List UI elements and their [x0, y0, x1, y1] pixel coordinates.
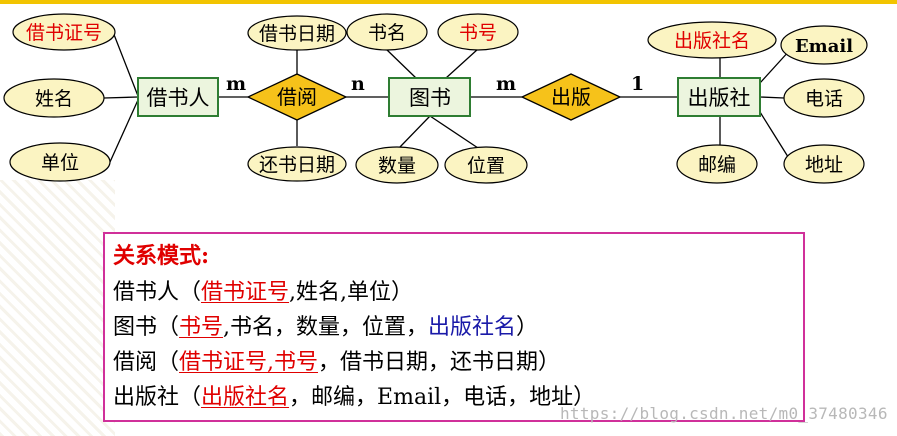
relationship-borrow: 借阅 — [246, 73, 348, 121]
svg-text:出版社: 出版社 — [688, 86, 751, 110]
attr-unit: 单位 — [9, 142, 111, 182]
attr-phone: 电话 — [783, 78, 865, 118]
schema-rest: ，借书日期，还书日期） — [318, 350, 561, 375]
svg-text:借阅: 借阅 — [277, 85, 317, 109]
schema-rest: ） — [516, 315, 539, 340]
attr-book-no: 书号 — [437, 13, 519, 51]
primary-key: 借书证号 — [201, 280, 290, 305]
attr-card-no: 借书证号 — [12, 13, 116, 51]
svg-text:出版: 出版 — [551, 85, 591, 109]
primary-key: 借书证号,书号 — [179, 350, 319, 375]
svg-text:还书日期: 还书日期 — [259, 154, 335, 176]
svg-text:书名: 书名 — [368, 22, 406, 44]
svg-text:邮编: 邮编 — [698, 154, 736, 176]
attr-publisher-name: 出版社名 — [647, 21, 777, 59]
svg-text:位置: 位置 — [467, 155, 505, 177]
svg-text:地址: 地址 — [805, 154, 843, 176]
schema-line-publisher: 出版社（出版社名，邮编，Email，电话，地址） — [113, 379, 595, 411]
svg-text:出版社名: 出版社名 — [674, 30, 750, 52]
schema-prefix: 借书人（ — [113, 280, 202, 305]
background-texture — [0, 180, 115, 436]
cardinality-borrower: m — [226, 73, 246, 95]
primary-key: 书号 — [179, 315, 224, 340]
top-accent-bar — [0, 0, 897, 4]
cardinality-book-publish: m — [496, 73, 516, 95]
relational-schema-box: 关系模式: 借书人（借书证号,姓名,单位） 图书（书号,书名，数量，位置，出版社… — [103, 232, 805, 422]
entity-book: 图书 — [388, 77, 471, 117]
er-diagram: 借书证号 姓名 单位 借书日期 还书日期 书名 书号 数量 位置 出版社名 Em… — [3, 13, 868, 184]
svg-text:Email: Email — [795, 36, 853, 57]
svg-text:单位: 单位 — [41, 152, 79, 174]
entity-borrower: 借书人 — [137, 77, 219, 117]
attr-borrow-date: 借书日期 — [247, 15, 347, 51]
schema-prefix: 图书（ — [113, 315, 180, 340]
svg-text:书号: 书号 — [459, 22, 497, 44]
schema-rest: ，邮编，Email，电话，地址） — [289, 385, 596, 410]
entity-publisher: 出版社 — [677, 77, 761, 117]
schema-prefix: 借阅（ — [113, 350, 180, 375]
schema-line-borrow: 借阅（借书证号,书号，借书日期，还书日期） — [113, 344, 560, 376]
attr-address: 地址 — [783, 144, 865, 184]
attr-return-date: 还书日期 — [247, 146, 347, 182]
cardinality-book-borrow: n — [351, 73, 365, 95]
primary-key: 出版社名 — [201, 385, 290, 410]
attr-quantity: 数量 — [355, 146, 439, 184]
svg-text:电话: 电话 — [805, 88, 843, 110]
attr-postcode: 邮编 — [676, 144, 758, 184]
watermark: https://blog.csdn.net/m0_37480346 — [560, 404, 888, 423]
schema-rest: ,姓名,单位） — [289, 280, 414, 305]
attr-name: 姓名 — [3, 78, 105, 118]
schema-prefix: 出版社（ — [113, 385, 202, 410]
relationship-publish: 出版 — [520, 73, 622, 121]
connector-lines — [103, 31, 791, 163]
cardinality-publisher: 1 — [631, 73, 644, 95]
attr-email: Email — [780, 25, 868, 65]
attr-location: 位置 — [444, 146, 528, 184]
svg-text:姓名: 姓名 — [35, 88, 73, 110]
schema-line-borrower: 借书人（借书证号,姓名,单位） — [113, 274, 413, 306]
svg-text:数量: 数量 — [378, 155, 416, 177]
svg-text:借书人: 借书人 — [147, 86, 210, 110]
svg-text:借书证号: 借书证号 — [26, 22, 102, 44]
attr-title: 书名 — [346, 13, 428, 51]
svg-text:借书日期: 借书日期 — [259, 23, 335, 45]
schema-title: 关系模式: — [113, 243, 210, 269]
schema-mid: ,书名，数量，位置， — [223, 315, 429, 340]
foreign-key: 出版社名 — [428, 315, 517, 340]
svg-text:图书: 图书 — [409, 86, 451, 110]
schema-line-book: 图书（书号,书名，数量，位置，出版社名） — [113, 309, 538, 341]
